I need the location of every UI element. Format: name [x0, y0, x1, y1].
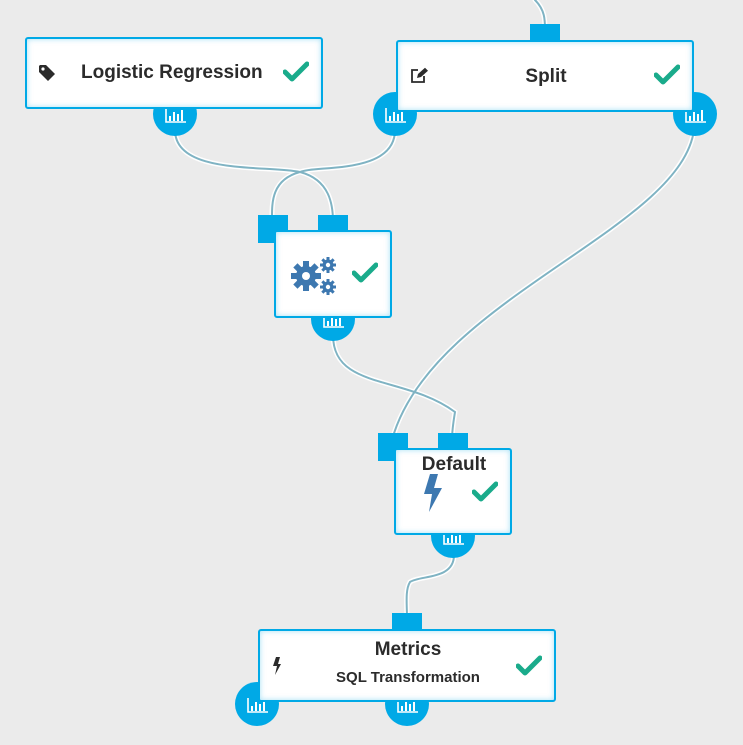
edge-split-to-model: [297, 129, 396, 223]
edge-logistic-to-model: [174, 129, 301, 223]
logistic-regression-node[interactable]: Logistic Regression: [25, 37, 323, 109]
bar-chart-icon: [397, 698, 418, 713]
model-input-port-right[interactable]: [318, 215, 348, 233]
check-icon: [516, 655, 542, 676]
bolt-icon: [273, 657, 281, 675]
edge-default-to-metrics: [405, 554, 455, 619]
check-icon: [654, 64, 680, 85]
metrics-node[interactable]: Metrics SQL Transformation: [258, 629, 556, 702]
bar-chart-icon: [247, 698, 268, 713]
bar-chart-icon: [165, 108, 186, 123]
gears-icon: [291, 257, 336, 295]
default-input-port-right[interactable]: [438, 433, 468, 451]
check-icon: [352, 262, 378, 283]
model-node[interactable]: [274, 230, 392, 318]
split-title: Split: [525, 66, 567, 87]
edge-split-to-default: [391, 129, 695, 441]
tag-icon: [39, 65, 55, 81]
metrics-subtitle: SQL Transformation: [336, 669, 480, 686]
metrics-title: Metrics: [374, 639, 442, 660]
bolt-icon: [424, 474, 442, 512]
metrics-input-port[interactable]: [392, 613, 422, 631]
split-input-port[interactable]: [530, 24, 560, 42]
check-icon: [472, 481, 498, 502]
check-icon: [283, 61, 309, 82]
split-node[interactable]: Split: [396, 40, 694, 112]
bar-chart-icon: [685, 108, 706, 123]
logistic-regression-title: Logistic Regression: [81, 62, 263, 83]
default-title: Default: [421, 454, 487, 475]
bar-chart-icon: [385, 108, 406, 123]
edit-icon: [411, 67, 428, 83]
default-node[interactable]: Default: [394, 448, 512, 535]
